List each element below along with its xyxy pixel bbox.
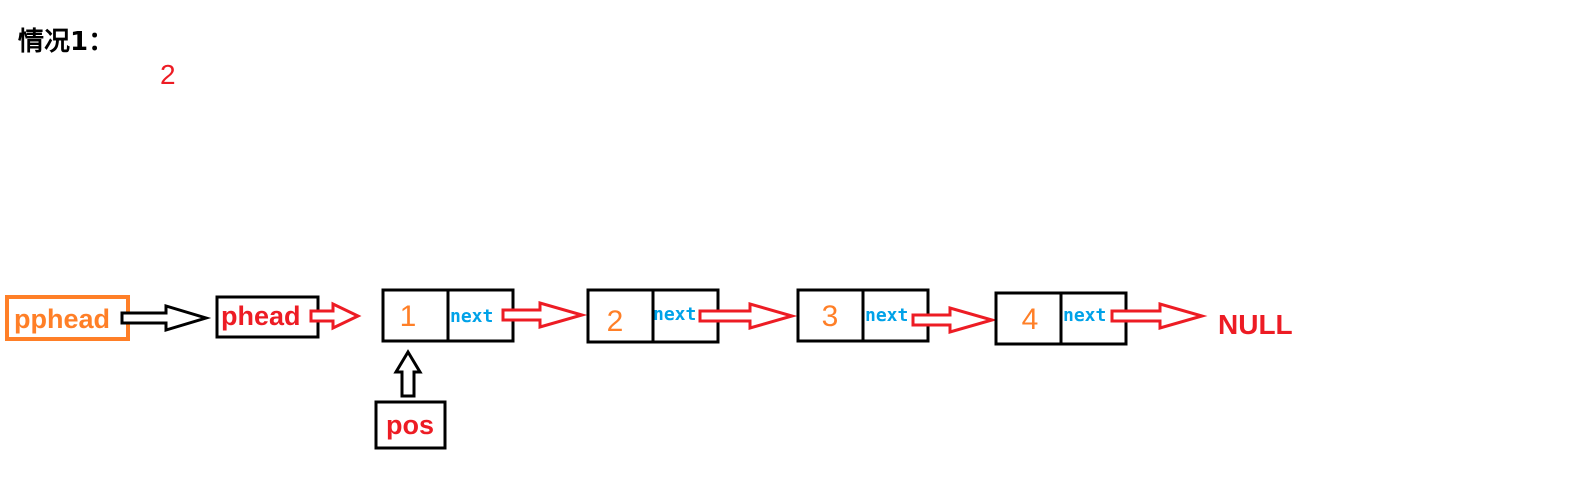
list-node-2: 2 next <box>586 288 720 344</box>
node-4-value: 4 <box>1022 303 1039 336</box>
pos-box <box>374 400 447 450</box>
node-2-next: next <box>653 304 696 325</box>
node-3-value: 3 <box>822 300 839 333</box>
annotation-note: 2 <box>160 59 176 90</box>
arrow-node-4-to-null <box>1110 302 1208 330</box>
node-4-next: next <box>1063 305 1106 326</box>
pos-label: pos <box>386 410 434 440</box>
null-terminal: NULL <box>1218 309 1293 340</box>
arrow-node-3-to-node-4 <box>911 306 998 334</box>
arrow-node-2-to-node-3 <box>698 302 798 330</box>
arrow-phead-to-node-1 <box>309 301 362 331</box>
list-node-1: 1 next <box>381 288 515 343</box>
node-3-next: next <box>865 305 908 326</box>
list-node-4: 4 next <box>994 291 1128 346</box>
node-1-next: next <box>450 306 493 327</box>
arrow-pphead-to-phead <box>120 303 212 333</box>
arrow-node-1-to-node-2 <box>501 301 588 329</box>
pphead-label: pphead <box>14 304 110 334</box>
arrow-pos-to-node-1 <box>393 349 423 398</box>
list-node-3: 3 next <box>796 288 930 343</box>
node-1-value: 1 <box>400 300 417 333</box>
diagram-title: 情况1： <box>18 27 114 57</box>
phead-label: phead <box>221 301 301 331</box>
node-2-value: 2 <box>607 305 624 338</box>
